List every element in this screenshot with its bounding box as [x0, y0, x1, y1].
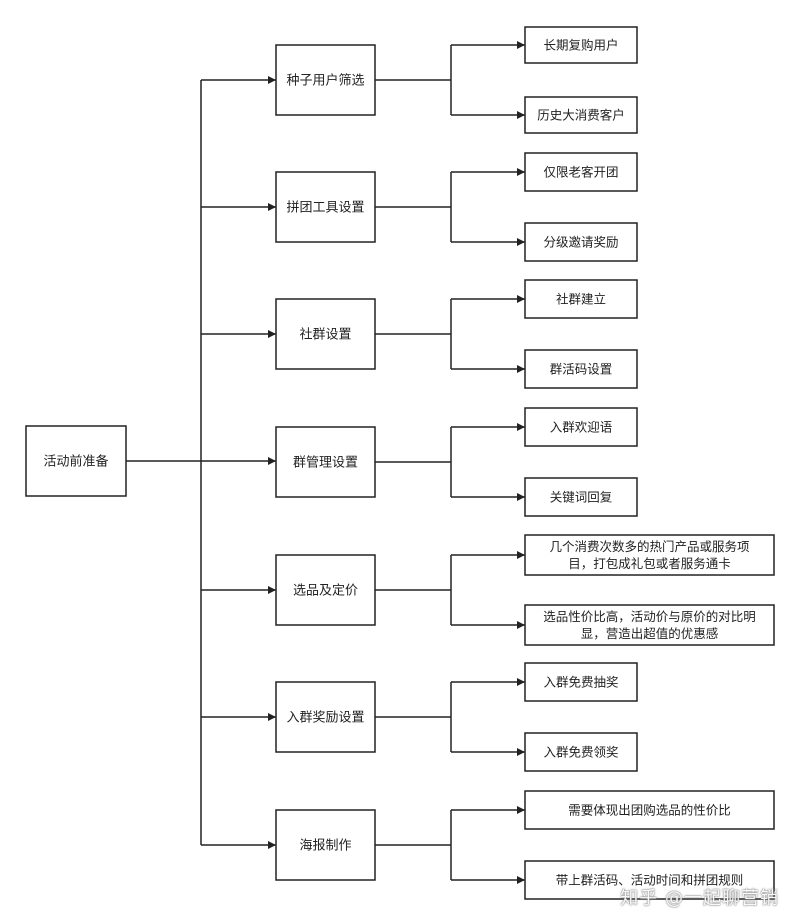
branch-node-5-box — [275, 554, 376, 626]
connectors — [126, 41, 525, 884]
branch-node-7: 海报制作 — [275, 809, 376, 881]
leaf-node-1-1-label: 长期复购用户 — [543, 38, 618, 53]
branch-node-4-box — [275, 426, 376, 498]
branch-node-6-label: 入群奖励设置 — [286, 711, 364, 726]
leaf-node-2-1: 仅限老客开团 — [524, 152, 638, 192]
branch-node-5: 选品及定价 — [275, 554, 376, 626]
leaf-node-5-2-label: 选品性价比高，活动价与原价的对比明 — [543, 609, 756, 624]
leaf-node-6-2-label: 入群免费领奖 — [543, 745, 618, 760]
branch-node-2-box — [275, 171, 376, 243]
leaf-node-6-1-label: 入群免费抽奖 — [543, 675, 618, 690]
leaf-node-2-2-box — [524, 222, 638, 262]
leaf-node-2-1-label: 仅限老客开团 — [543, 165, 618, 180]
branch-node-1-box — [275, 44, 376, 116]
leaf-node-3-1: 社群建立 — [524, 279, 638, 319]
leaf-node-1-2: 历史大消费客户 — [524, 96, 638, 134]
branch-node-1-label: 种子用户筛选 — [286, 73, 364, 89]
leaf-node-7-2: 带上群活码、活动时间和拼团规则 — [524, 860, 775, 900]
leaf-node-5-1-box — [524, 534, 775, 576]
branch-node-6: 入群奖励设置 — [275, 681, 376, 753]
leaf-node-4-2-label: 关键词回复 — [550, 490, 613, 505]
leaf-node-6-2-box — [524, 732, 638, 772]
branch-node-4-label: 群管理设置 — [293, 456, 358, 471]
leaf-node-4-1-label: 入群欢迎语 — [550, 420, 613, 435]
branch-node-2-label: 拼团工具设置 — [286, 201, 364, 216]
branch-node-7-box — [275, 809, 376, 881]
branch-node-2: 拼团工具设置 — [275, 171, 376, 243]
leaf-node-1-2-box — [524, 96, 638, 134]
leaf-node-7-2-box — [524, 860, 775, 900]
leaf-node-4-2: 关键词回复 — [524, 477, 638, 517]
leaf-node-6-2: 入群免费领奖 — [524, 732, 638, 772]
branch-node-1: 种子用户筛选 — [275, 44, 376, 116]
leaf-node-2-1-box — [524, 152, 638, 192]
leaf-node-1-1-box — [524, 26, 638, 64]
branch-node-3: 社群设置 — [275, 298, 376, 370]
leaf-node-2-2-label: 分级邀请奖励 — [543, 235, 618, 250]
root-node: 活动前准备 — [25, 425, 127, 497]
root-node-label: 活动前准备 — [43, 454, 108, 470]
leaf-node-4-1: 入群欢迎语 — [524, 407, 638, 447]
leaf-node-2-2: 分级邀请奖励 — [524, 222, 638, 262]
leaf-node-1-1: 长期复购用户 — [524, 26, 638, 64]
leaf-node-7-1-label: 需要体现出团购选品的性价比 — [568, 803, 731, 818]
branch-node-7-label: 海报制作 — [299, 839, 351, 854]
leaf-node-7-1-box — [524, 790, 775, 830]
leaf-node-3-1-box — [524, 279, 638, 319]
leaf-node-5-2-box — [524, 604, 775, 646]
branch-node-6-box — [275, 681, 376, 753]
leaf-node-1-2-label: 历史大消费客户 — [537, 108, 625, 123]
leaf-node-3-2: 群活码设置 — [524, 349, 638, 389]
leaf-node-4-2-box — [524, 477, 638, 517]
leaf-node-3-2-box — [524, 349, 638, 389]
leaf-node-5-2-label: 显，营造出超值的优惠感 — [581, 626, 719, 641]
root-node-box — [25, 425, 127, 497]
branch-node-3-box — [275, 298, 376, 370]
leaf-node-4-1-box — [524, 407, 638, 447]
leaf-node-3-2-label: 群活码设置 — [550, 362, 613, 377]
leaf-node-3-1-label: 社群建立 — [556, 292, 606, 307]
leaf-node-7-1: 需要体现出团购选品的性价比 — [524, 790, 775, 830]
leaf-node-5-1-label: 几个消费次数多的热门产品或服务项 — [549, 539, 749, 554]
leaf-node-6-1-box — [524, 662, 638, 702]
leaf-node-6-1: 入群免费抽奖 — [524, 662, 638, 702]
leaf-node-5-1-label: 目，打包成礼包或者服务通卡 — [568, 556, 731, 571]
leaf-node-7-2-label: 带上群活码、活动时间和拼团规则 — [556, 873, 744, 888]
branch-node-3-label: 社群设置 — [299, 327, 351, 343]
branch-node-4: 群管理设置 — [275, 426, 376, 498]
watermark: 知乎 @一起聊营销 — [620, 888, 779, 909]
branch-node-5-label: 选品及定价 — [293, 584, 358, 599]
